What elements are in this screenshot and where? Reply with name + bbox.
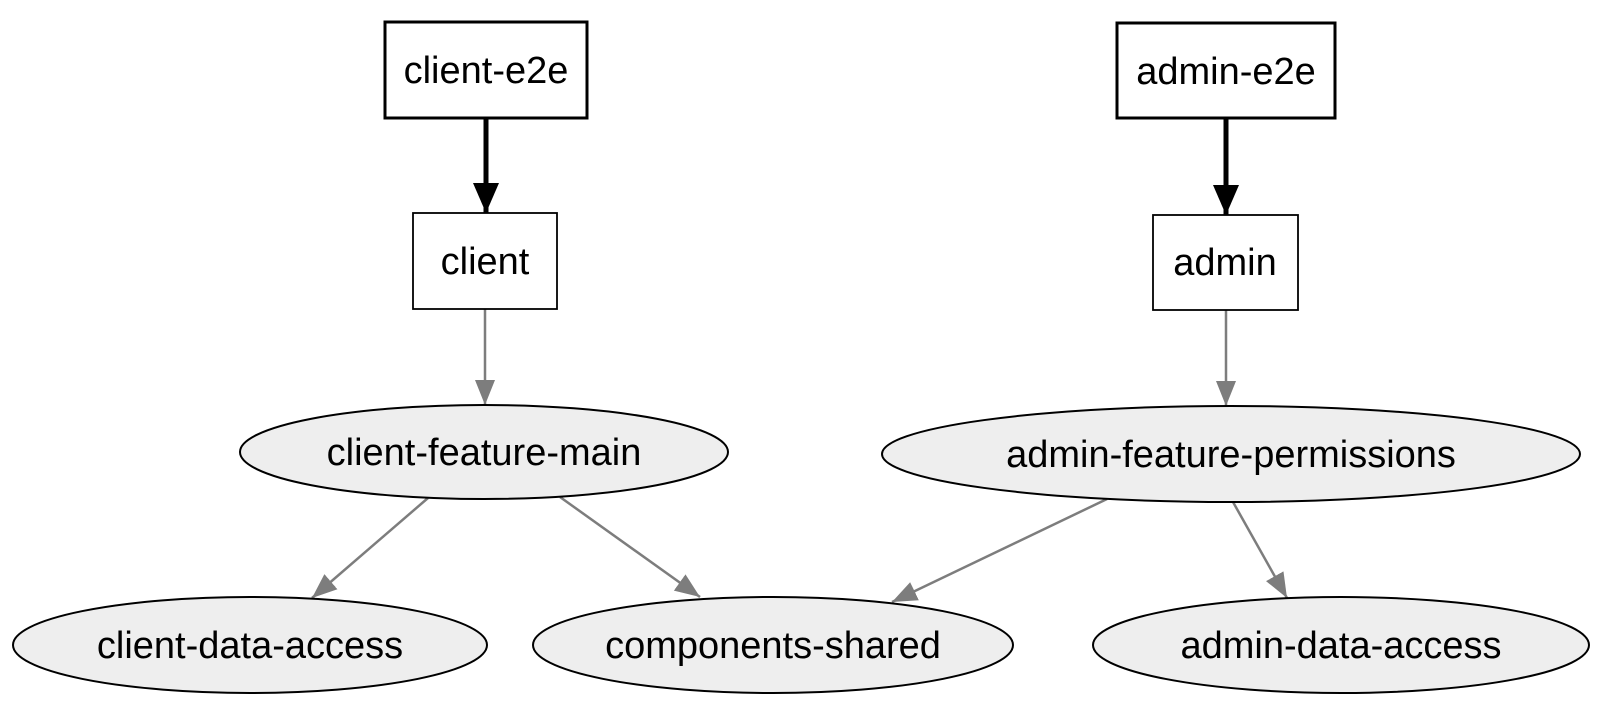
node-client: client	[412, 212, 558, 310]
node-client-e2e-label: client-e2e	[404, 50, 569, 92]
node-admin-data-access: admin-data-access	[1092, 596, 1590, 694]
node-client-data-access-shape	[12, 596, 488, 694]
edge-admin-feature-permissions-to-admin-data-access	[1231, 501, 1289, 599]
node-admin-e2e: admin-e2e	[1115, 21, 1337, 120]
node-components-shared-label: components-shared	[605, 625, 941, 667]
node-client-feature-main-label: client-feature-main	[327, 432, 642, 474]
node-client-data-access-label: client-data-access	[97, 625, 403, 667]
node-client-feature-main-shape	[239, 404, 729, 500]
edge-admin-feature-permissions-to-components-shared	[891, 497, 1108, 604]
node-admin-shape	[1152, 214, 1299, 311]
node-client-data-access: client-data-access	[12, 596, 488, 694]
node-client-e2e-shape	[383, 20, 589, 120]
node-admin: admin	[1152, 214, 1299, 311]
nodes: client-e2e admin-e2e client admin client…	[12, 20, 1590, 694]
node-components-shared: components-shared	[532, 596, 1014, 694]
node-components-shared-shape	[532, 596, 1014, 694]
node-admin-e2e-shape	[1115, 21, 1337, 120]
node-client-feature-main: client-feature-main	[239, 404, 729, 500]
node-client-label: client	[441, 241, 530, 283]
node-admin-data-access-shape	[1092, 596, 1590, 694]
edge-client-feature-main-to-client-data-access	[311, 497, 429, 599]
node-client-e2e: client-e2e	[383, 20, 589, 120]
node-client-shape	[412, 212, 558, 310]
node-admin-feature-permissions-label: admin-feature-permissions	[1006, 434, 1456, 476]
node-admin-feature-permissions-shape	[881, 405, 1581, 503]
node-admin-label: admin	[1173, 242, 1277, 284]
edges	[311, 118, 1289, 604]
node-admin-feature-permissions: admin-feature-permissions	[881, 405, 1581, 503]
node-admin-e2e-label: admin-e2e	[1136, 51, 1316, 93]
edge-client-feature-main-to-components-shared	[559, 495, 701, 599]
node-admin-data-access-label: admin-data-access	[1180, 625, 1501, 667]
